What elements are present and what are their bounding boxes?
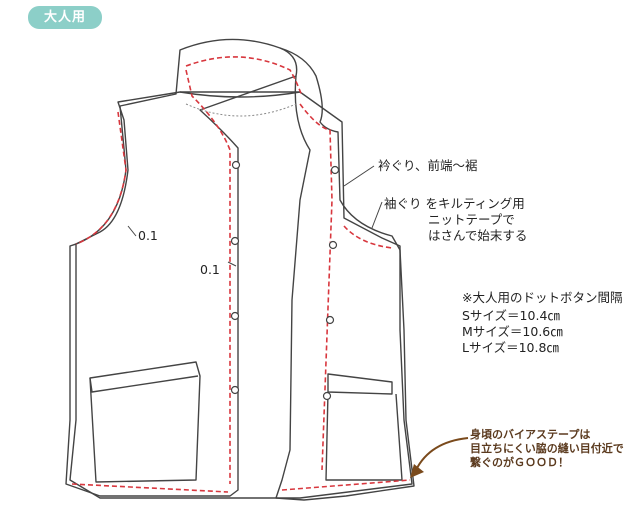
button-right-1 bbox=[330, 165, 340, 175]
right-collar bbox=[275, 47, 415, 501]
right-pocket bbox=[327, 373, 393, 395]
tip-arrow bbox=[415, 437, 469, 471]
back-neckline bbox=[179, 91, 301, 98]
tip-line1: 身頃のバイアステープは bbox=[470, 428, 591, 441]
button-right-4 bbox=[322, 391, 332, 401]
button-spacing-title: ※大人用のドットボタン間隔 bbox=[462, 290, 623, 305]
label-sleeve-line3: はさんで始末する bbox=[428, 228, 528, 243]
adult-badge: 大人用 bbox=[28, 6, 102, 29]
label-collar-front-hem: 衿ぐり、前端〜裾 bbox=[378, 158, 478, 173]
button-spacing-m: Mサイズ＝10.6㎝ bbox=[462, 324, 563, 339]
left-pocket bbox=[89, 361, 201, 483]
button-left-4 bbox=[230, 385, 240, 395]
button-left-2 bbox=[230, 236, 240, 246]
label-armhole-offset: 0.1 bbox=[138, 228, 158, 243]
label-sleeve-line1: 袖ぐり をキルティング用 bbox=[384, 196, 525, 211]
button-left-1 bbox=[231, 160, 241, 170]
button-right-3 bbox=[325, 315, 335, 325]
vest-back bbox=[69, 91, 413, 499]
button-spacing-s: Sサイズ＝10.4㎝ bbox=[462, 308, 560, 323]
button-spacing-l: Lサイズ＝10.8㎝ bbox=[462, 340, 559, 355]
label-sleeve-line2: ニットテープで bbox=[428, 212, 515, 227]
button-right-2 bbox=[328, 240, 338, 250]
tip-line3: 繋ぐのがＧＯＯＤ！ bbox=[470, 456, 569, 469]
left-collar bbox=[65, 38, 298, 497]
tip-line2: 目立ちにくい脇の縫い目付近で bbox=[470, 442, 624, 455]
label-front-offset: 0.1 bbox=[200, 262, 220, 277]
button-left-3 bbox=[230, 311, 240, 321]
